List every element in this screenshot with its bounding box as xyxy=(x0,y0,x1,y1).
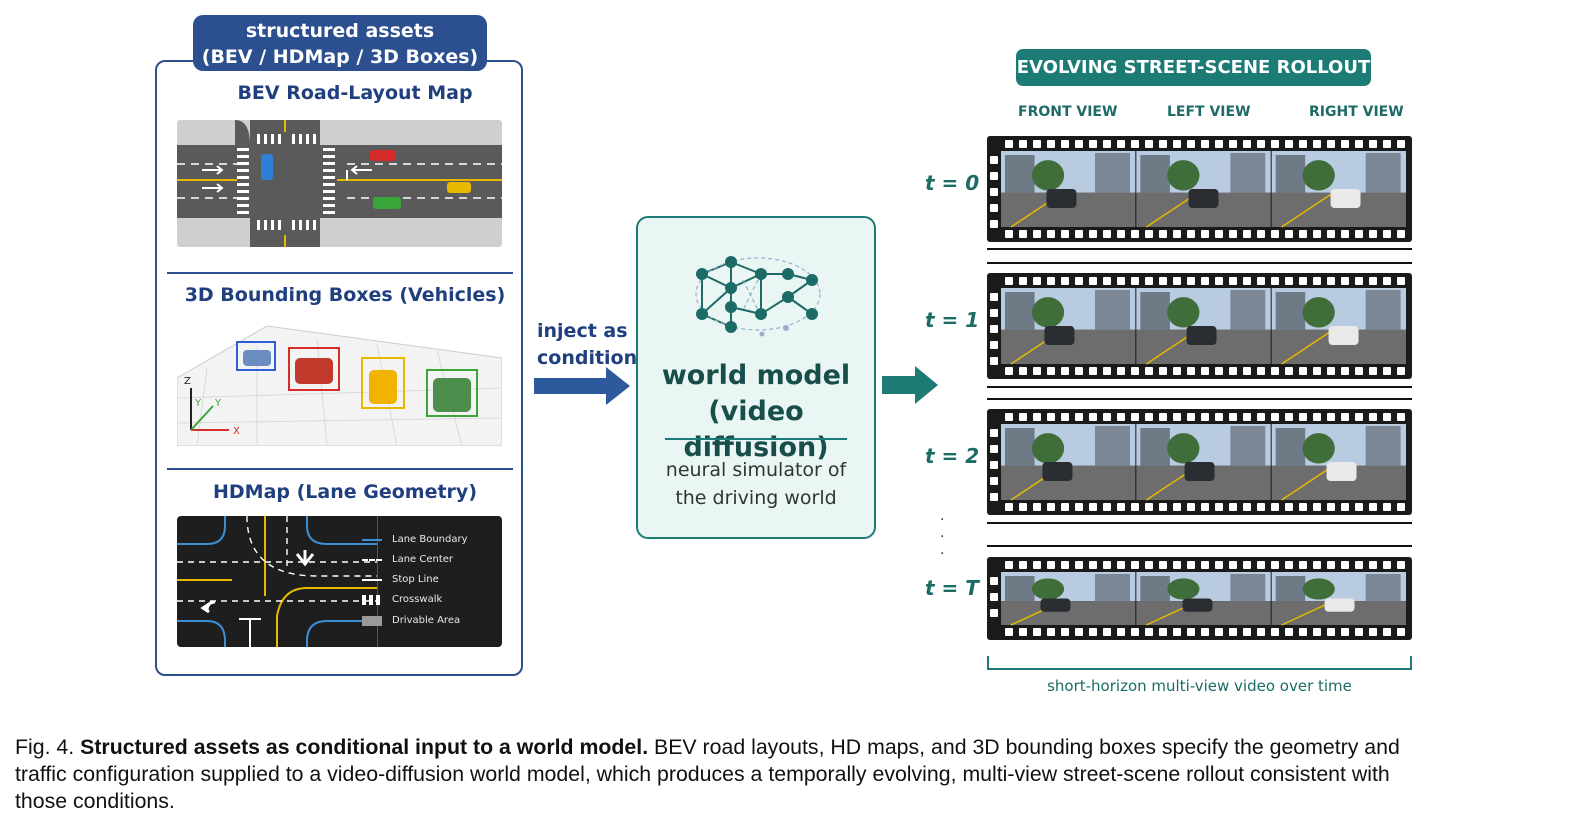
axis-x-label: X xyxy=(233,426,240,437)
strip-separator-line xyxy=(987,522,1412,524)
legend-label: Drivable Area xyxy=(392,615,461,626)
legend-drivable-area: Drivable Area xyxy=(362,614,461,628)
world-model-box xyxy=(636,216,876,539)
axis-y-label: Y xyxy=(194,398,202,409)
world-model-title: world model (video diffusion) xyxy=(636,358,876,466)
world-model-sub-line2: the driving world xyxy=(675,487,837,509)
world-model-separator xyxy=(665,438,847,440)
output-arrow-icon xyxy=(882,366,938,404)
right-view-header: RIGHT VIEW xyxy=(1309,104,1404,120)
strip-separator-line xyxy=(987,545,1412,547)
stop-line-swatch xyxy=(362,579,382,581)
caption-bold: Structured assets as conditional input t… xyxy=(80,735,649,759)
bev-title: BEV Road-Layout Map xyxy=(237,82,473,104)
strip-separator-line xyxy=(987,386,1412,388)
legend-label: Crosswalk xyxy=(392,594,443,605)
ellipsis-dot: · xyxy=(940,546,945,562)
hdmap-title: HDMap (Lane Geometry) xyxy=(213,481,477,503)
hdmap-lane-geometry: Lane Boundary Lane Center Stop Line Cros… xyxy=(177,516,502,647)
legend-label: Lane Boundary xyxy=(392,534,468,545)
film-strip-graphic xyxy=(987,557,1412,640)
legend-separator xyxy=(377,516,378,647)
film-strip xyxy=(987,136,1412,242)
world-model-sub-line1: neural simulator of xyxy=(665,459,847,481)
inject-line1: inject as xyxy=(537,320,628,342)
legend-label: Stop Line xyxy=(392,574,439,585)
lane-boundary-swatch xyxy=(362,539,382,541)
film-strip xyxy=(987,557,1412,640)
film-strip-graphic xyxy=(987,273,1412,379)
strip-separator-line xyxy=(987,398,1412,400)
world-model-title-line1: world model xyxy=(661,360,851,391)
time-label-T: t = T xyxy=(925,576,979,600)
drivable-area-swatch xyxy=(362,616,382,626)
caption-line2: traffic configuration supplied to a vide… xyxy=(15,762,1390,786)
film-strip-graphic xyxy=(987,136,1412,242)
legend-crosswalk: Crosswalk xyxy=(362,593,443,607)
ellipsis-dot: · xyxy=(940,512,945,528)
caption-line1: BEV road layouts, HD maps, and 3D boundi… xyxy=(648,735,1400,759)
bracket-label: short-horizon multi-view video over time xyxy=(1047,677,1352,695)
figure-caption: Fig. 4. Structured assets as conditional… xyxy=(15,734,1565,815)
caption-prefix: Fig. 4. xyxy=(15,735,75,759)
section-divider xyxy=(167,272,513,274)
legend-label: Lane Center xyxy=(392,554,454,565)
front-view-header: FRONT VIEW xyxy=(1018,104,1118,120)
film-strip xyxy=(987,273,1412,379)
lane-center-swatch xyxy=(362,559,382,561)
crosswalk-swatch xyxy=(362,595,382,605)
rollout-tag: EVOLVING STREET-SCENE ROLLOUT xyxy=(1016,49,1371,86)
time-label-2: t = 2 xyxy=(925,444,980,468)
strip-separator-line xyxy=(987,248,1412,250)
section-divider xyxy=(167,468,513,470)
inject-line2: condition xyxy=(537,347,638,369)
caption-line3: those conditions. xyxy=(15,789,175,813)
time-label-0: t = 0 xyxy=(925,171,980,195)
bev-road-layout-map xyxy=(177,120,502,247)
axis-y2-label: Y xyxy=(214,398,222,409)
assets-tag-line2: (BEV / HDMap / 3D Boxes) xyxy=(201,46,479,68)
ellipsis-dot: · xyxy=(940,529,945,545)
ellipsis: · · · xyxy=(940,512,944,563)
world-model-subtitle: neural simulator of the driving world xyxy=(636,456,876,512)
legend-stop-line: Stop Line xyxy=(362,573,439,587)
inject-arrow-icon xyxy=(534,367,630,405)
world-model-title-line2: (video diffusion) xyxy=(683,396,829,463)
structured-assets-tag: structured assets (BEV / HDMap / 3D Boxe… xyxy=(193,15,487,71)
time-label-1: t = 1 xyxy=(925,308,980,332)
3d-bounding-boxes-scene: Z Y Y X xyxy=(177,325,502,446)
neural-network-icon xyxy=(695,256,821,337)
legend-lane-center: Lane Center xyxy=(362,553,454,567)
legend-lane-boundary: Lane Boundary xyxy=(362,533,468,547)
assets-tag-line1: structured assets xyxy=(245,20,435,42)
time-bracket xyxy=(987,656,1412,670)
film-strip xyxy=(987,409,1412,515)
left-view-header: LEFT VIEW xyxy=(1167,104,1251,120)
inject-label: inject as condition xyxy=(537,318,637,372)
axis-z-label: Z xyxy=(184,376,191,387)
strip-separator-line xyxy=(987,262,1412,264)
boxes-title: 3D Bounding Boxes (Vehicles) xyxy=(184,284,506,306)
film-strip-graphic xyxy=(987,409,1412,515)
